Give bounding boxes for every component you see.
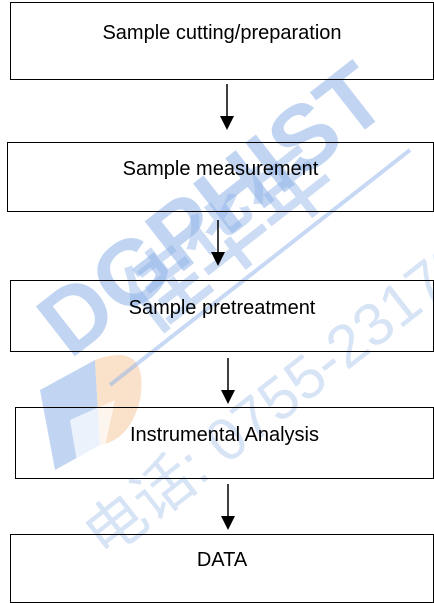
arrow-down-icon: [211, 220, 225, 266]
step-sample-pretreatment: Sample pretreatment: [10, 280, 434, 352]
arrow-down-icon: [221, 484, 235, 530]
step-sample-cutting: Sample cutting/preparation: [10, 2, 434, 80]
step-sample-measurement: Sample measurement: [7, 142, 434, 212]
step-label: Sample pretreatment: [128, 296, 316, 319]
step-label: Sample measurement: [122, 157, 319, 180]
watermark-phone: 电话: 0755-23173910: [72, 164, 434, 570]
step-instrumental-analysis: Instrumental Analysis: [15, 407, 434, 479]
step-label: Instrumental Analysis: [130, 423, 319, 446]
step-label: Sample cutting/preparation: [102, 21, 342, 44]
arrow-down-icon: [221, 358, 235, 404]
step-label: DATA: [196, 549, 248, 571]
arrow-down-icon: [220, 84, 234, 130]
step-data: DATA: [10, 534, 434, 603]
